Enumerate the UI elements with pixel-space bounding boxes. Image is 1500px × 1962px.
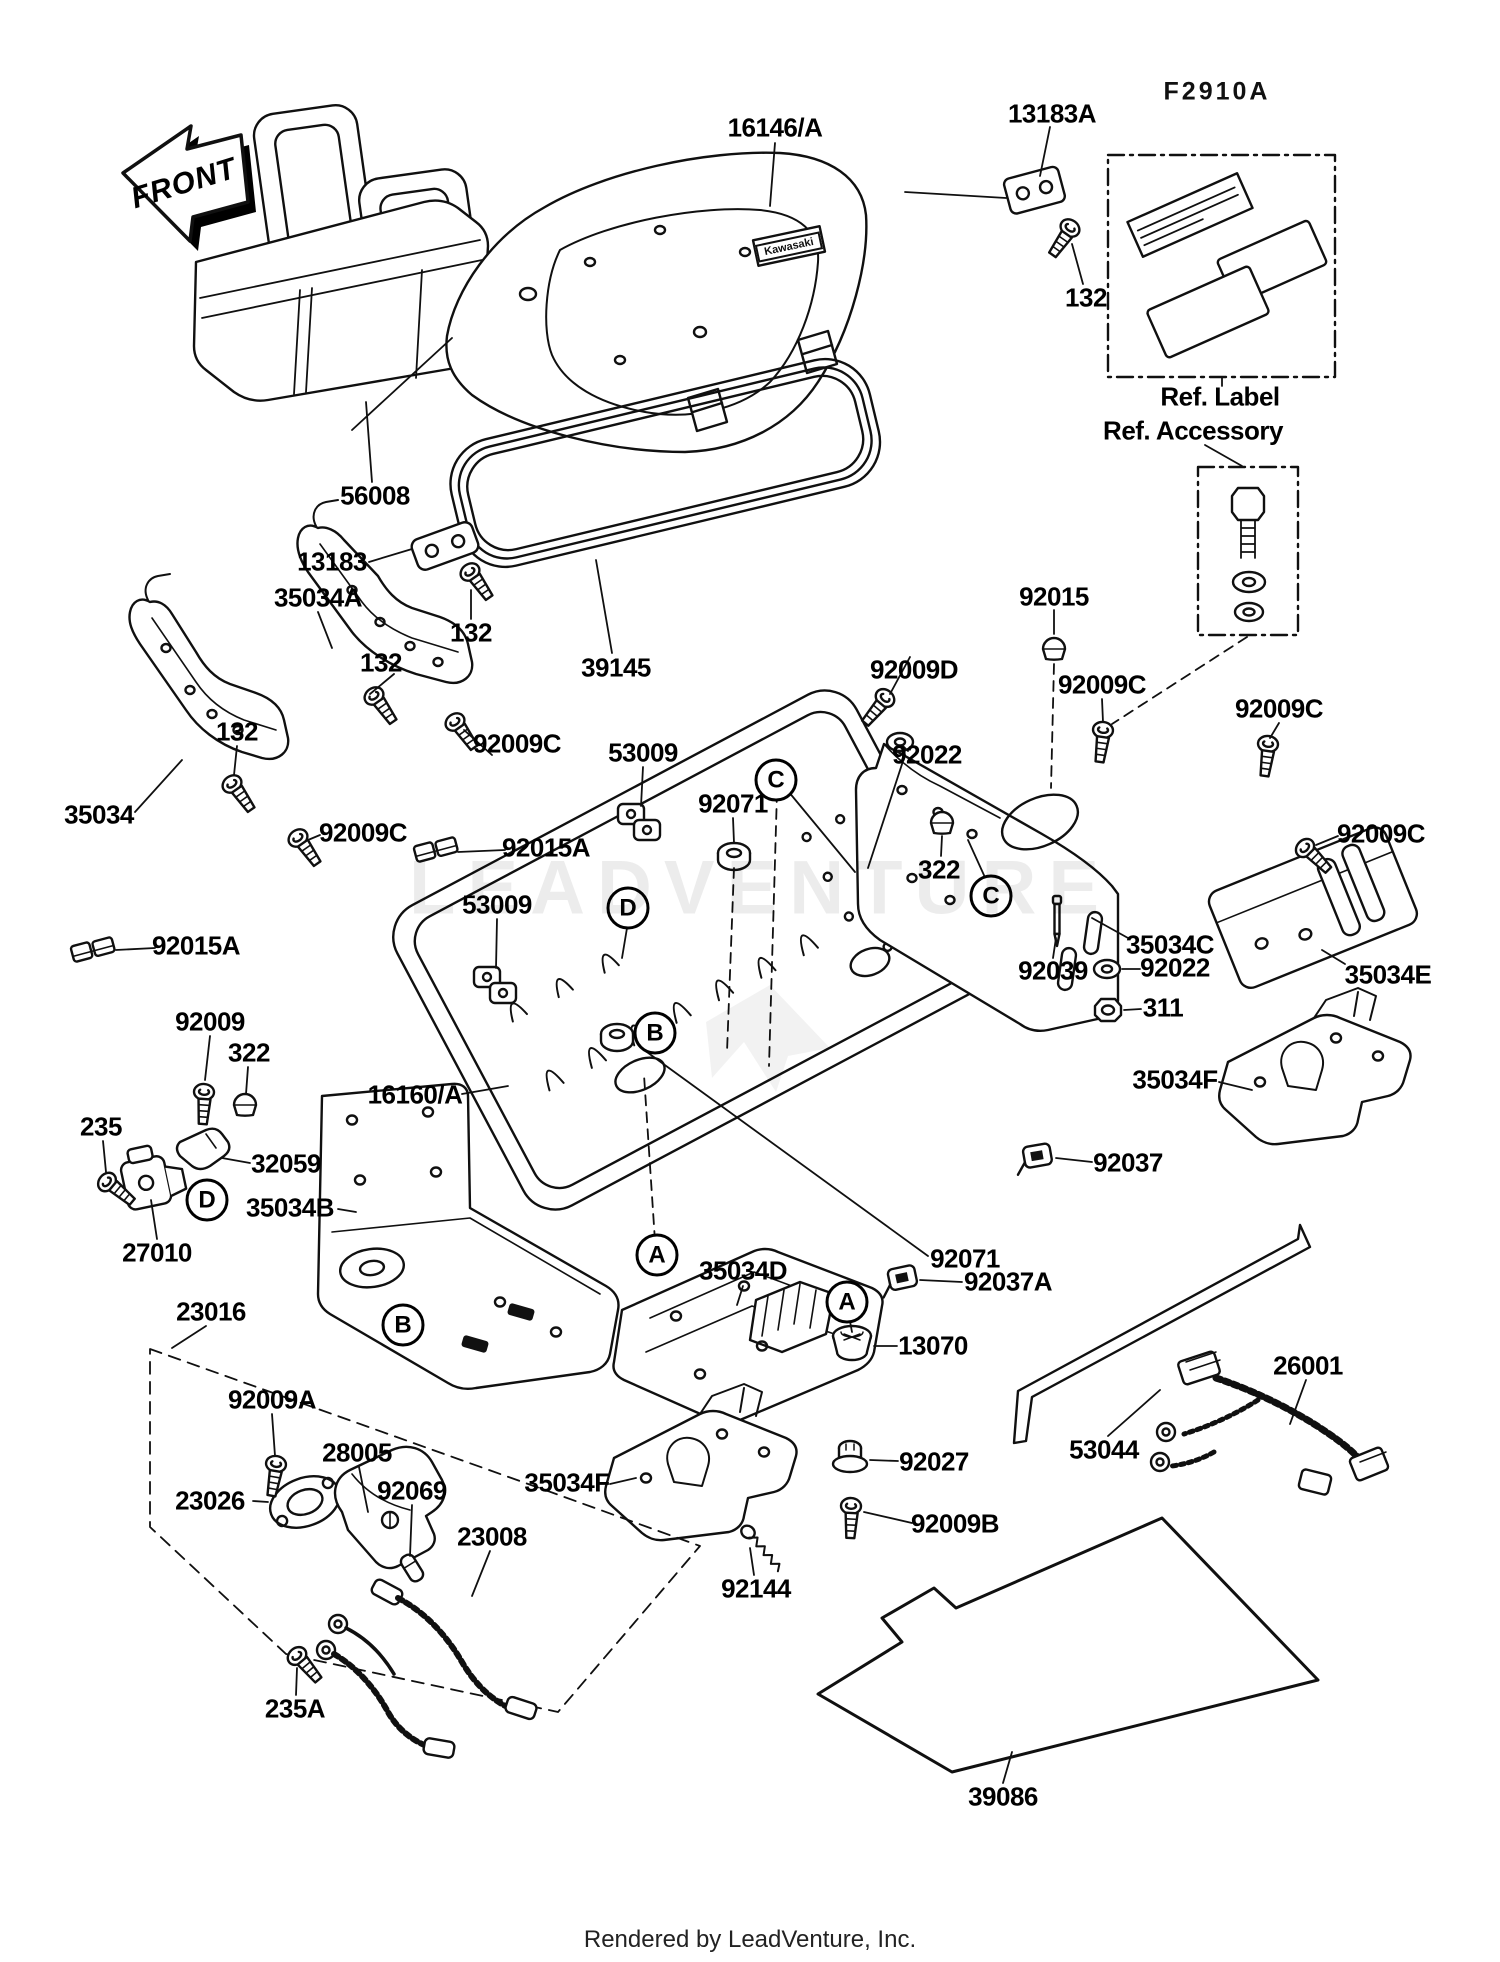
part-number-label: 27010 [122,1237,192,1268]
assembly-callout-c: C [754,758,798,802]
part-number-label: 32059 [251,1148,321,1179]
part-number-label: 92037 [1093,1147,1163,1178]
part-number-label: 35034A [273,582,363,613]
wiring-harness [1149,1350,1390,1496]
bracket-35034f-right [1218,987,1412,1146]
assembly-callout-d: D [606,886,650,930]
part-number-label: 322 [918,854,960,885]
ref-label-box [1106,153,1337,379]
part-number-label: 92009C [1057,669,1147,700]
bracket-35034a [296,499,474,685]
part-number-label: 92027 [899,1446,969,1477]
part-number-label: 132 [360,647,402,678]
part-number-label: 92037A [963,1266,1053,1297]
part-number-label: 132 [450,617,492,648]
part-number-label: Ref. Accessory [1103,415,1283,446]
assembly-callout-a: A [635,1233,679,1277]
part-number-label: 92015A [151,930,241,961]
part-number-label: 56008 [340,480,410,511]
hinge-plate-part [410,165,1067,571]
hidden-lines [643,636,1248,1242]
footer-credit: Rendered by LeadVenture, Inc. [583,1926,917,1953]
part-number-label: 35034E [1344,959,1432,990]
bracket-35034 [128,573,290,761]
tool-box-part [192,104,490,402]
part-number-label: 92009C [1234,693,1324,724]
part-number-label: 92071 [698,788,768,819]
lock-assembly-parts [119,1127,446,1583]
part-number-label: 92015A [501,832,591,863]
part-number-label: 13070 [898,1330,968,1361]
assembly-callout-a: A [825,1280,869,1324]
assembly-callout-c: C [969,874,1013,918]
leader-lines [102,126,1346,1784]
part-number-label: 35034 [64,799,134,830]
lid-seal-part [449,357,882,569]
part-number-label: 92009 [175,1006,245,1037]
front-arrow-icon [121,124,256,251]
lock-cables [315,1578,538,1759]
part-number-label: 13183 [297,546,367,577]
part-number-label: 92009C [318,817,408,848]
part-number-label: 16160/A [367,1079,463,1110]
part-number-label: 35034F [1132,1064,1218,1095]
part-number-label: 28005 [322,1437,392,1468]
bracket-35034d [612,1247,884,1425]
assembly-callout-b: B [381,1303,425,1347]
part-number-label: 16146/A [727,112,823,143]
part-number-label: 92009D [869,654,959,685]
part-number-label: 35034B [245,1192,335,1223]
part-number-label: 92009B [910,1508,1000,1539]
part-number-label: 92039 [1018,955,1088,986]
part-number-label: 35034D [698,1255,788,1286]
bracket-35034f-lower [604,1383,798,1542]
watermark-logo [706,985,830,1092]
part-number-label: 53044 [1069,1434,1139,1465]
part-number-label: 92022 [1140,952,1210,983]
floor-mat [816,1516,1320,1774]
assembly-callout-d: D [185,1178,229,1222]
part-number-label: 53009 [462,889,532,920]
part-number-label: 235 [80,1111,122,1142]
part-number-label: 311 [1142,992,1184,1023]
part-number-label: 92009C [1336,818,1426,849]
part-number-label: 39145 [581,652,651,683]
part-number-label: 92009C [472,728,562,759]
part-number-label: 132 [216,716,258,747]
part-number-label: 23016 [176,1296,246,1327]
part-number-label: 92009A [227,1384,317,1415]
ref-accessory-box [1196,465,1300,637]
part-number-label: 23008 [457,1521,527,1552]
part-number-label: 92022 [892,739,962,770]
lock-kit-boundary [149,1348,701,1713]
part-number-label: 322 [228,1037,270,1068]
part-number-label: 23026 [175,1485,245,1516]
part-number-label: 35034F [524,1467,610,1498]
part-number-label: 92071 [930,1243,1000,1274]
part-number-label: 92069 [377,1475,447,1506]
part-number-label: 13183A [1007,98,1097,129]
part-number-label: 132 [1065,282,1107,313]
part-number-label: Ref. Label [1160,381,1280,412]
bracket-35034e [1207,826,1419,990]
part-number-label: 235A [264,1693,326,1724]
part-number-label: 53009 [608,737,678,768]
part-number-label: 35034C [1125,929,1215,960]
part-number-label: 92015 [1019,581,1089,612]
part-number-label: 26001 [1273,1350,1343,1381]
assembly-callout-b: B [633,1011,677,1055]
stay-bar [1012,1223,1312,1445]
part-number-label: 39086 [968,1781,1038,1812]
figure-code: F2910A [1163,77,1271,106]
case-lid-part [445,151,868,454]
part-number-label: 92144 [721,1573,791,1604]
